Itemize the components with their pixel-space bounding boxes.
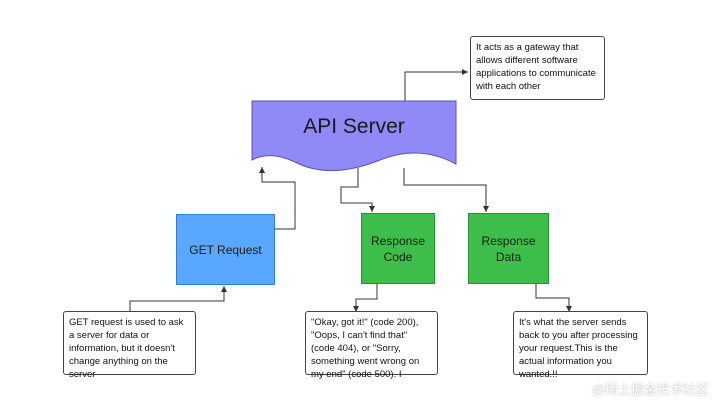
response-code-note-text: "Okay, got it!" (code 200), "Oops, I can… [311, 317, 420, 380]
connector-api-to-gateway [404, 69, 468, 101]
connector-response-data-to-note [535, 284, 572, 312]
connector-response-code-to-note [353, 284, 378, 312]
get-request-note: GET request is used to ask a server for … [63, 311, 196, 380]
connector-note-to-get [129, 286, 227, 312]
response-data-note-text: It's what the server sends back to you a… [519, 317, 638, 380]
get-request-node: GET Request [176, 214, 275, 285]
api-server-shape [251, 100, 457, 171]
response-code-label: Response Code [370, 233, 426, 264]
response-data-label: Response Data [481, 233, 536, 264]
connector-get-to-api [259, 167, 296, 230]
response-code-note: "Okay, got it!" (code 200), "Oops, I can… [305, 311, 438, 380]
connector-api-to-response-code [340, 168, 375, 212]
watermark: @稀土掘金技术社区 [591, 382, 709, 397]
get-request-label: GET Request [189, 242, 262, 257]
gateway-note: It acts as a gateway that allows differe… [470, 36, 605, 100]
get-request-note-text: GET request is used to ask a server for … [69, 317, 184, 380]
response-code-node: Response Code [361, 213, 435, 284]
api-server-label: API Server [303, 115, 405, 138]
response-data-node: Response Data [468, 213, 549, 284]
response-data-note: It's what the server sends back to you a… [513, 311, 648, 380]
gateway-note-text: It acts as a gateway that allows differe… [476, 42, 596, 92]
connector-api-to-response-data [403, 168, 489, 212]
